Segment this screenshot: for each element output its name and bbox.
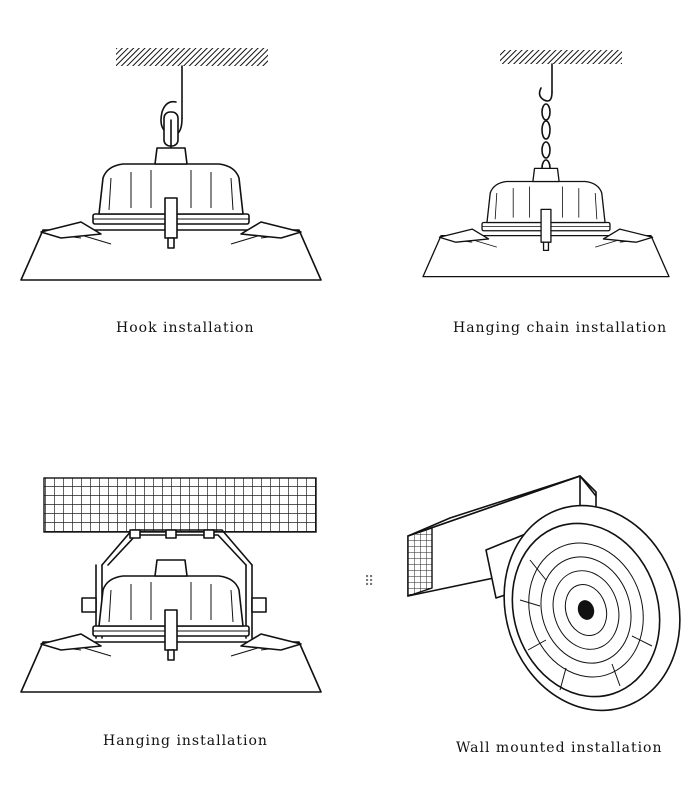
hanging-bracket-installation-drawing	[20, 477, 322, 693]
hook-installation-caption: Hook installation	[116, 320, 255, 336]
hanging-chain-installation-drawing	[422, 50, 670, 278]
hanging-installation-caption: Hanging installation	[103, 733, 268, 749]
wall-mounted-installation-caption: Wall mounted installation	[456, 740, 663, 756]
hook-installation-drawing	[20, 48, 322, 281]
wall-mounted-installation-drawing	[407, 475, 681, 712]
hanging-chain-installation-caption: Hanging chain installation	[453, 320, 668, 336]
drag-handle-icon[interactable]: ⠿	[364, 574, 375, 590]
